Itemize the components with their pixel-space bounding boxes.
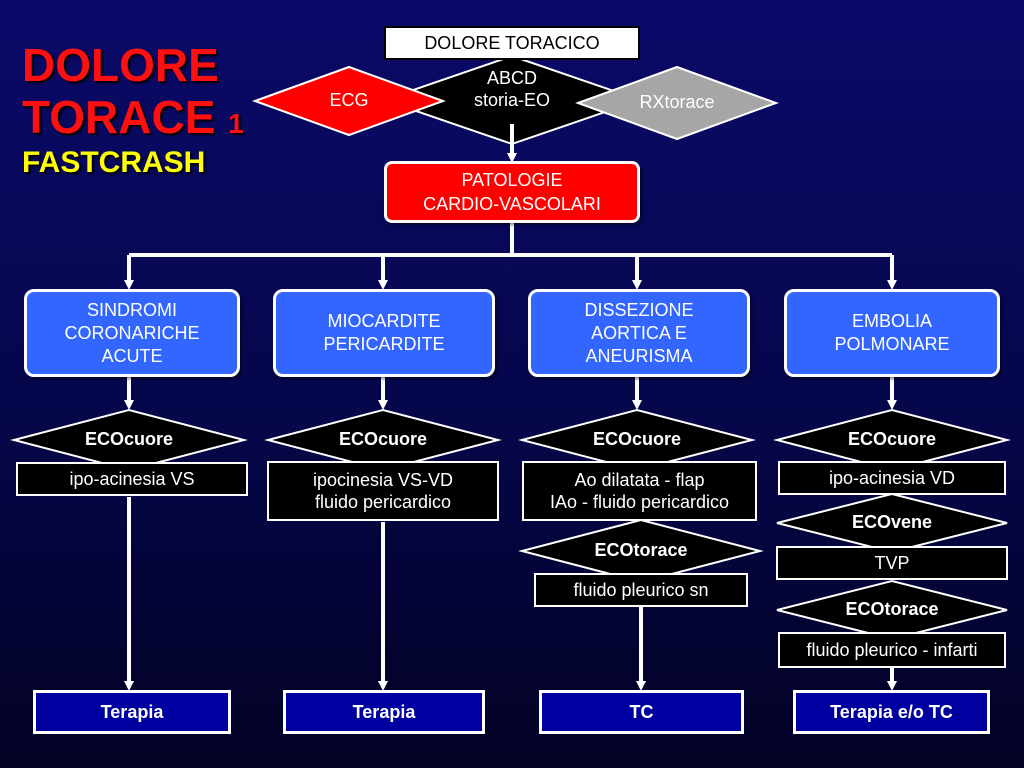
col4-finding-3: fluido pleurico - infarti — [778, 632, 1006, 668]
col3-finding-1: Ao dilatata - flap IAo - fluido pericard… — [522, 461, 757, 521]
pathology-line-1: PATOLOGIE — [461, 170, 563, 190]
col2-finding-1-line-1: ipocinesia VS-VD — [312, 470, 454, 490]
col3-finding-2: fluido pleurico sn — [534, 573, 748, 607]
col3-finding-1-line-2: IAo - fluido pericardico — [549, 492, 730, 512]
pathology-box: PATOLOGIE CARDIO-VASCOLARI — [384, 161, 640, 223]
category-box-1: SINDROMI CORONARICHE ACUTE — [24, 289, 240, 377]
title-line-2: TORACE 1 — [22, 90, 244, 144]
col4-outcome: Terapia e/o TC — [793, 690, 990, 734]
abcd-label: ABCD storia-EO — [444, 67, 580, 111]
rx-diamond — [575, 65, 779, 141]
col4-exam-1: ECOcuore — [847, 429, 937, 449]
col1-outcome: Terapia — [33, 690, 231, 734]
title-line-2-number: 1 — [228, 108, 244, 139]
category-2-line-1: MIOCARDITE — [327, 311, 441, 331]
col3-ecotorace-diamond — [518, 518, 764, 584]
col4-ecocuore-diamond — [773, 408, 1011, 472]
col1-ecocuore-diamond — [10, 408, 248, 472]
category-1-line-1: SINDROMI — [87, 299, 177, 320]
category-2-line-2: PERICARDITE — [323, 334, 445, 354]
col2-finding-1-line-2: fluido pericardico — [314, 492, 452, 512]
category-4-line-1: EMBOLIA — [851, 311, 933, 331]
col1-finding-1: ipo-acinesia VS — [16, 462, 248, 496]
col2-finding-1: ipocinesia VS-VD fluido pericardico — [267, 461, 499, 521]
col3-exam-1: ECOcuore — [592, 429, 682, 449]
category-1-line-2: CORONARICHE — [64, 322, 200, 343]
category-4-line-2: POLMONARE — [834, 334, 950, 354]
col4-finding-2: TVP — [776, 546, 1008, 580]
col4-finding-1: ipo-acinesia VD — [778, 461, 1006, 495]
abcd-line-2: storia-EO — [473, 90, 551, 110]
col2-outcome: Terapia — [283, 690, 485, 734]
title-line-2-text: TORACE — [22, 91, 216, 143]
col4-ecotorace-diamond — [776, 579, 1008, 641]
category-box-3: DISSEZIONE AORTICA E ANEURISMA — [528, 289, 750, 377]
category-box-4: EMBOLIA POLMONARE — [784, 289, 1000, 377]
category-1-line-3: ACUTE — [101, 345, 163, 366]
pathology-line-2: CARDIO-VASCOLARI — [423, 194, 601, 214]
ecg-label: ECG — [329, 90, 369, 110]
col4-exam-3: ECOtorace — [845, 599, 939, 619]
title-line-3: FASTCRASH — [22, 146, 206, 179]
col1-exam-1: ECOcuore — [84, 429, 174, 449]
col4-ecovene-diamond — [776, 492, 1008, 554]
ecg-diamond — [252, 65, 446, 137]
abcd-line-1: ABCD — [486, 68, 537, 88]
title-line-1: DOLORE — [22, 39, 219, 91]
col3-finding-1-line-1: Ao dilatata - flap — [574, 470, 705, 490]
category-box-2: MIOCARDITE PERICARDITE — [273, 289, 495, 377]
col3-exam-2: ECOtorace — [594, 540, 688, 560]
col3-outcome: TC — [539, 690, 744, 734]
category-3-line-1: DISSEZIONE — [584, 299, 694, 320]
col2-exam-1: ECOcuore — [338, 429, 428, 449]
col2-ecocuore-diamond — [264, 408, 502, 472]
top-box: DOLORE TORACICO — [384, 26, 640, 60]
col4-exam-2: ECOvene — [851, 512, 933, 532]
category-3-line-3: ANEURISMA — [585, 345, 693, 366]
rx-label: RXtorace — [639, 92, 715, 112]
col3-ecocuore-diamond — [518, 408, 756, 472]
category-3-line-2: AORTICA E — [591, 322, 687, 343]
